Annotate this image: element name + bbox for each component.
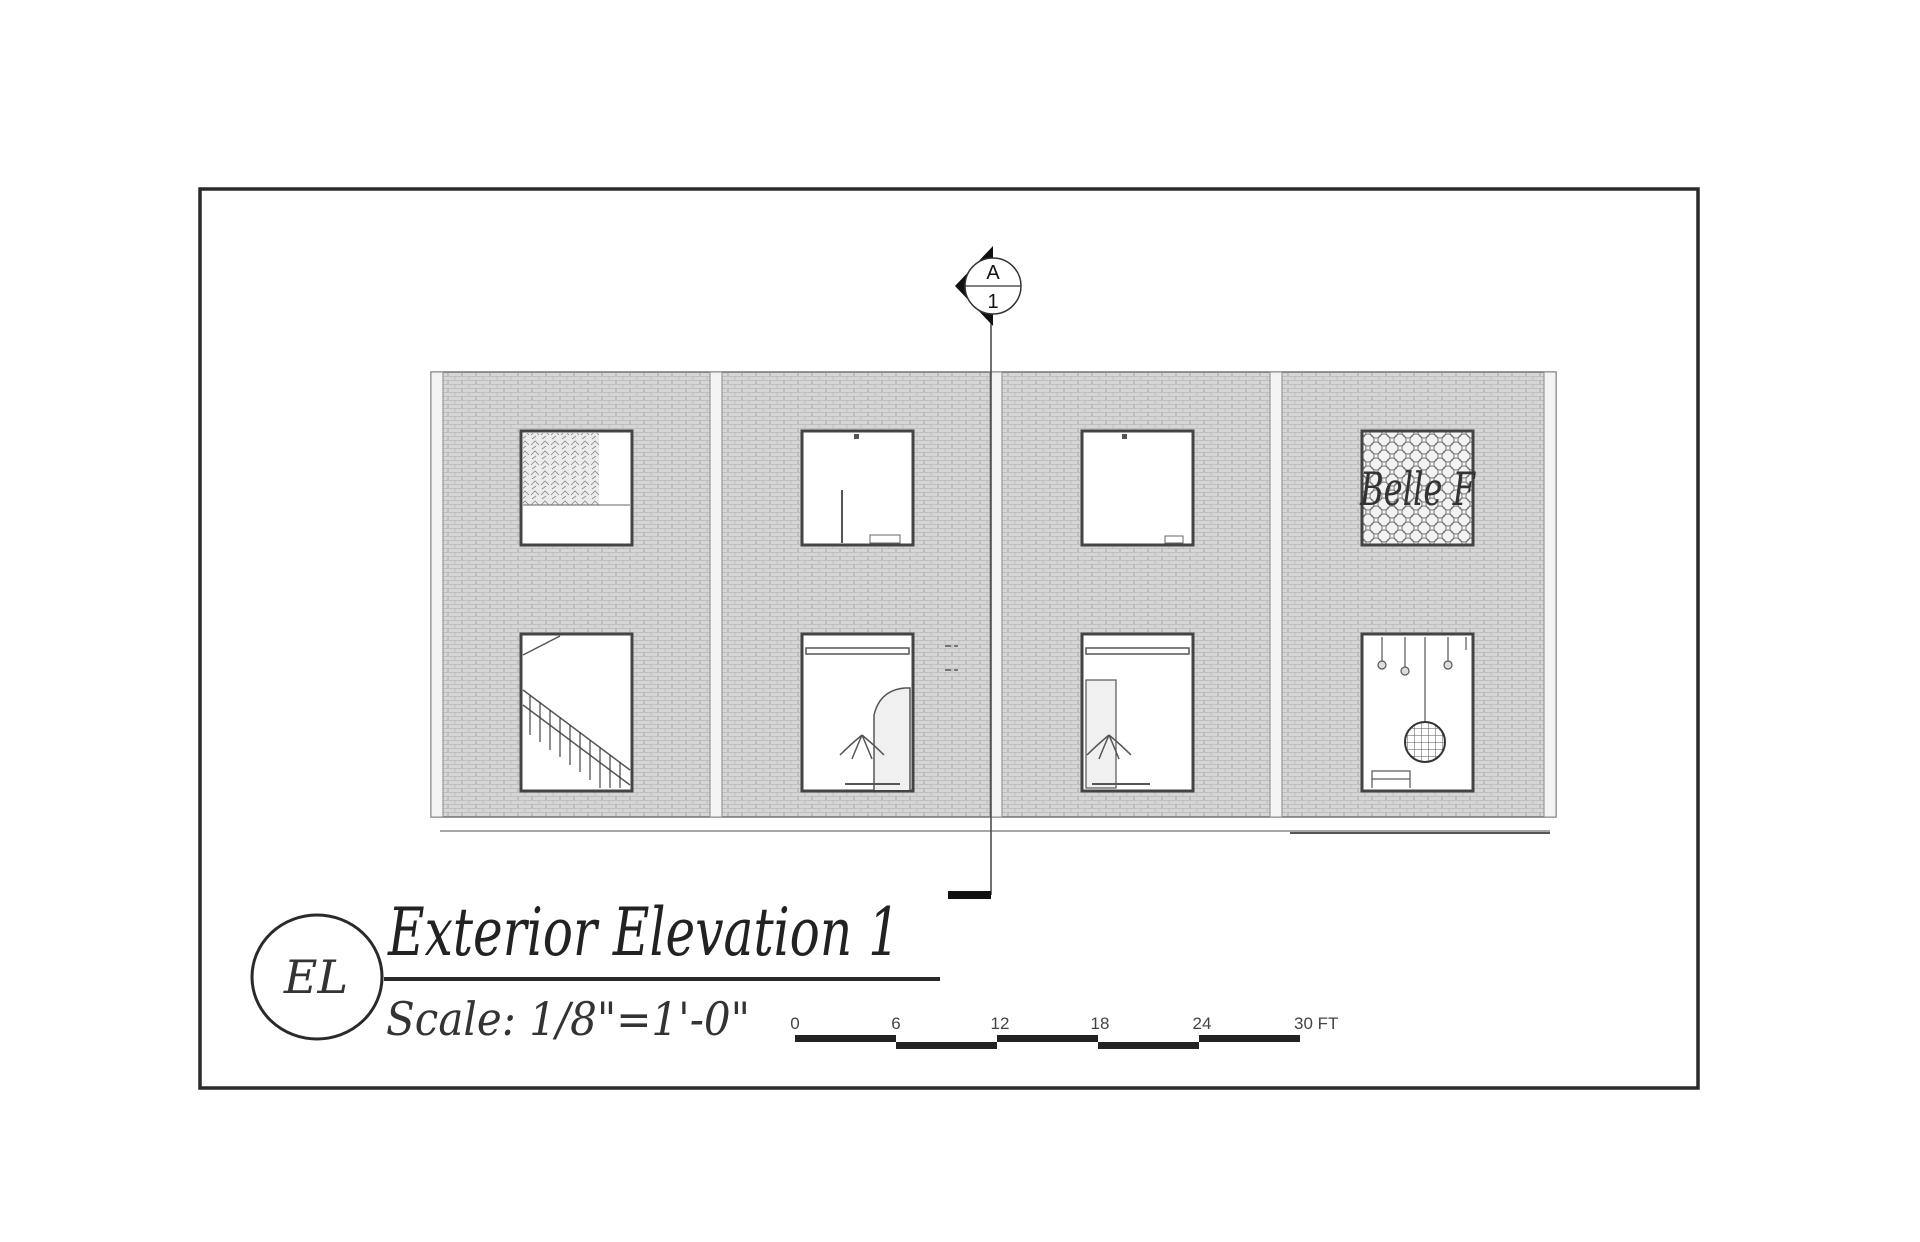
scale-tick-label: 30 FT xyxy=(1294,1014,1338,1033)
section-cut-end xyxy=(948,891,991,899)
dimension-marks xyxy=(945,645,958,671)
section-marker-top: A xyxy=(986,262,1000,284)
pilaster xyxy=(1543,371,1557,818)
drawing-title: Exterior Elevation 1 xyxy=(387,894,900,971)
lower-window-2 xyxy=(800,632,915,793)
sheet-border xyxy=(198,187,1700,1090)
pilaster xyxy=(989,371,1003,818)
upper-window-4: Belle F xyxy=(1359,429,1476,547)
storefront-sign-text: Belle F xyxy=(1359,462,1476,516)
scale-bar-segment xyxy=(896,1042,997,1049)
lower-window-1 xyxy=(519,632,634,793)
upper-window-1 xyxy=(519,429,634,547)
scale-bar-segment xyxy=(1199,1035,1300,1042)
upper-window-3 xyxy=(1080,429,1195,547)
pilaster xyxy=(1269,371,1283,818)
section-marker: A 1 xyxy=(955,246,1022,326)
upper-window-2 xyxy=(800,429,915,547)
scale-tick-label: 6 xyxy=(891,1014,900,1033)
title-block: EL Exterior Elevation 1 Scale: 1/8"=1'-0… xyxy=(250,894,940,1046)
section-marker-bottom: 1 xyxy=(987,291,998,313)
drawing-scale: Scale: 1/8"=1'-0" xyxy=(386,992,750,1046)
pilaster xyxy=(430,371,444,818)
scale-bar-segment xyxy=(997,1035,1098,1042)
scale-tick-label: 0 xyxy=(790,1014,799,1033)
pilaster xyxy=(709,371,723,818)
lower-window-4 xyxy=(1360,632,1475,793)
scale-bar: 0 6 12 18 24 30 FT xyxy=(790,1014,1338,1049)
scale-bar-segment xyxy=(795,1035,896,1042)
scale-bar-segment xyxy=(1098,1042,1199,1049)
scale-tick-label: 12 xyxy=(991,1014,1010,1033)
lower-window-3 xyxy=(1080,632,1195,793)
pendant-lamp xyxy=(1404,721,1446,763)
scale-tick-label: 18 xyxy=(1091,1014,1110,1033)
building-facade: Belle F xyxy=(430,371,1557,834)
scale-tick-label: 24 xyxy=(1193,1014,1212,1033)
drawing-id-circle xyxy=(250,913,384,1041)
drawing-id: EL xyxy=(283,950,348,1004)
